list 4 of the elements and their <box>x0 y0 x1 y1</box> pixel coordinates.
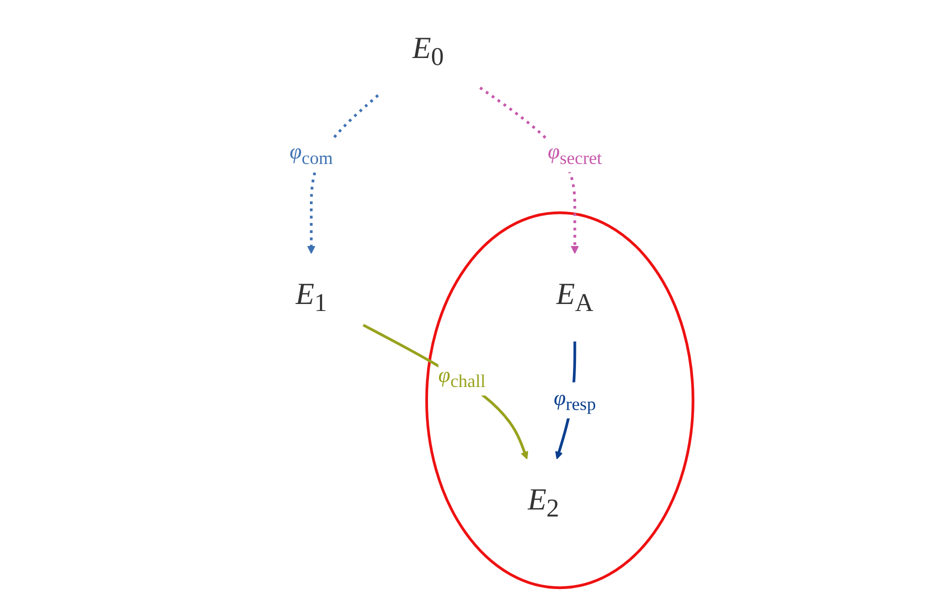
edge-label: φ$_{secret}$ <box>548 140 602 168</box>
edge-label: φ$_{com}$ <box>290 140 333 168</box>
node-text: E$_{0}$ <box>412 32 444 72</box>
node-text: E$_{1}$ <box>295 278 327 318</box>
